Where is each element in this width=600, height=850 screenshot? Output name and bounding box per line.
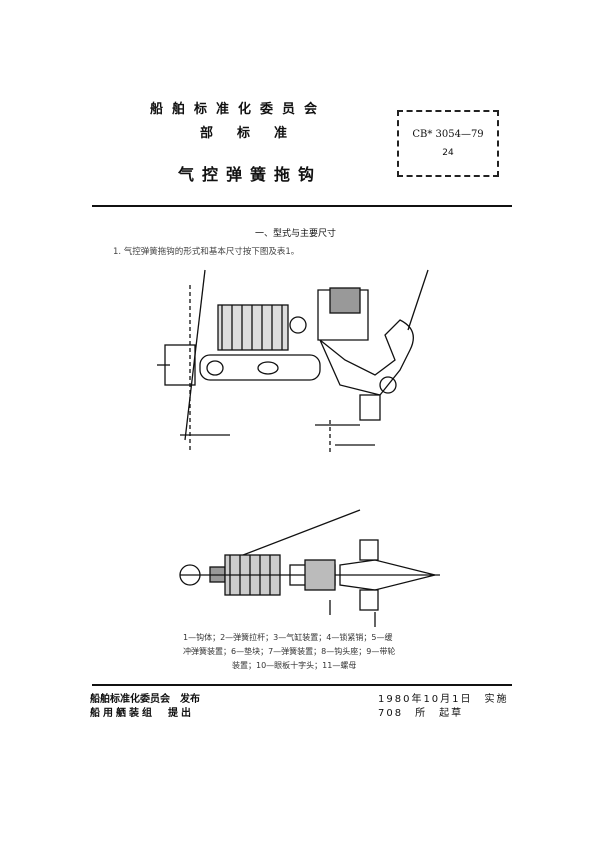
section-heading: 一、型式与主要尺寸 — [255, 229, 337, 239]
standard-code: CB* 3054—79 — [412, 129, 484, 140]
section-paragraph: 1. 气控弹簧拖钩的形式和基本尺寸按下图及表1。 — [113, 247, 300, 257]
side-view-drawing — [157, 269, 429, 455]
legend-line-3: 装置；10—眼板十字头；11—螺母 — [232, 661, 357, 670]
document-title: 气控弹簧拖钩 — [178, 165, 323, 184]
legend-line-1: 1—钩体；2—弹簧拉杆；3—气缸装置；4—锁紧销；5—缓 — [183, 633, 393, 642]
legend-line-2: 冲弹簧装置；6—垫块；7—弹簧装置；8—钩头座；9—带轮 — [183, 647, 396, 656]
footer-rule — [92, 684, 512, 686]
standard-subnumber: 24 — [442, 148, 454, 158]
header-rule — [92, 205, 512, 207]
publisher: 船舶标准化委员会 发布 — [90, 694, 200, 705]
standard-code-box: CB* 3054—79 24 — [397, 110, 499, 177]
top-view-drawing — [179, 509, 440, 627]
effective-date: 1980年10月1日 实施 — [378, 694, 509, 705]
issuing-org: 船舶标准化委员会 — [150, 102, 327, 117]
standard-kind: 部标准 — [200, 126, 312, 141]
proposer: 船用舾装组 提出 — [90, 708, 194, 719]
drafter: 708 所 起草 — [378, 708, 464, 719]
